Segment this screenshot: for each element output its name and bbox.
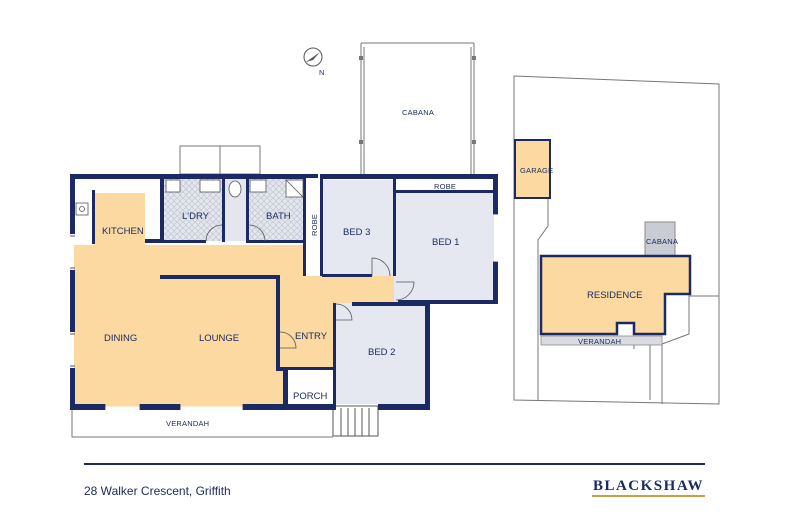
front-steps [332, 405, 379, 437]
lounge-label: LOUNGE [199, 333, 239, 344]
windows [72, 216, 496, 408]
property-address: 28 Walker Crescent, Griffith [84, 484, 231, 498]
residence [539, 254, 692, 336]
site-cabana-label: CABANA [646, 237, 678, 246]
robe-label-small: ROBE [310, 214, 319, 236]
entry-label: ENTRY [295, 331, 328, 342]
bed2-label: BED 2 [368, 347, 395, 358]
site-verandah [540, 335, 663, 346]
fixtures [75, 179, 304, 216]
compass-icon: N [303, 47, 325, 77]
brand-logo: BLACKSHAW [592, 478, 704, 494]
laundry-label: L'DRY [182, 211, 210, 222]
porch-label: PORCH [293, 391, 327, 402]
walls [70, 174, 498, 410]
bed3-label: BED 3 [343, 227, 370, 238]
cabana-outline [360, 42, 475, 174]
bed1-label: BED 1 [432, 237, 459, 248]
bedrooms [322, 180, 494, 404]
residence-label: RESIDENCE [587, 290, 642, 301]
garage [514, 139, 551, 199]
verandah-label: VERANDAH [166, 419, 209, 428]
bath-label: BATH [266, 211, 291, 222]
brand-underline [592, 495, 705, 497]
site-verandah-label: VERANDAH [578, 337, 621, 346]
compass-label: N [319, 68, 325, 77]
floor-plan: N CABANA VERANDAH [70, 42, 720, 438]
footer-divider [84, 463, 705, 465]
site-cabana [644, 221, 676, 259]
doors [205, 224, 415, 349]
garage-label: GARAGE [520, 166, 553, 175]
rear-steps [179, 145, 261, 175]
kitchen-label: KITCHEN [102, 226, 144, 237]
cabana-label: CABANA [402, 108, 434, 117]
site-plan [513, 75, 720, 405]
dining-label: DINING [104, 333, 137, 344]
living-area [74, 193, 397, 407]
robe-label-bed1: ROBE [434, 182, 456, 191]
